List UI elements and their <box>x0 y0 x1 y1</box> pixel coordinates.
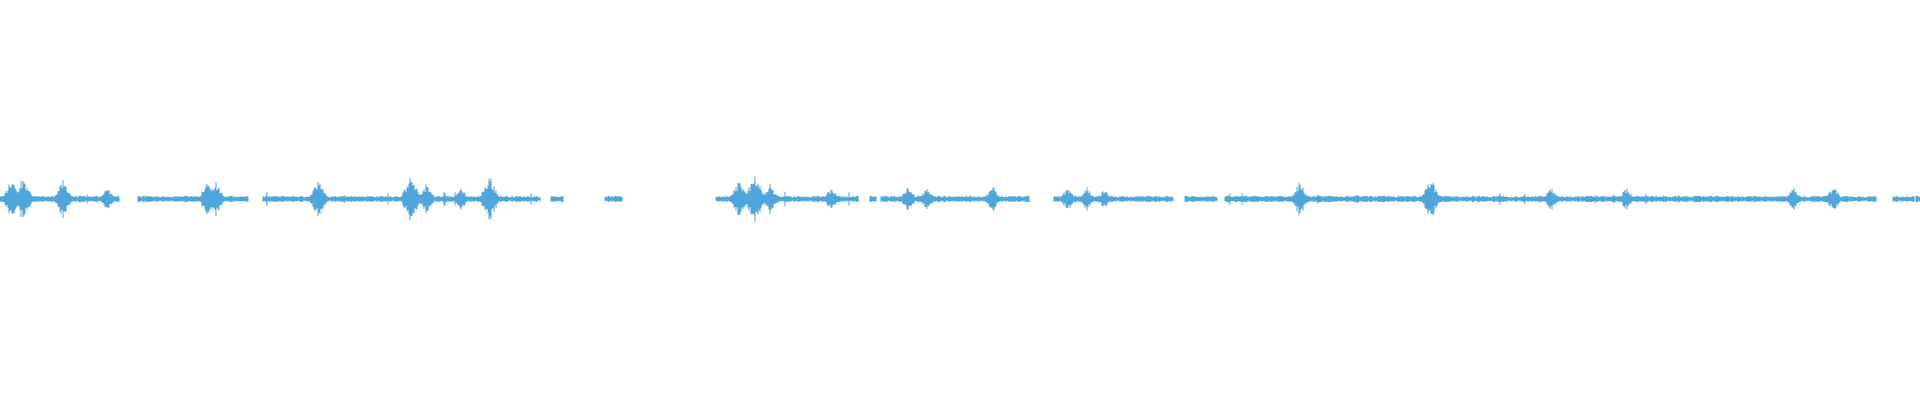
waveform-trace <box>0 176 1920 222</box>
waveform-bars <box>0 176 1920 222</box>
